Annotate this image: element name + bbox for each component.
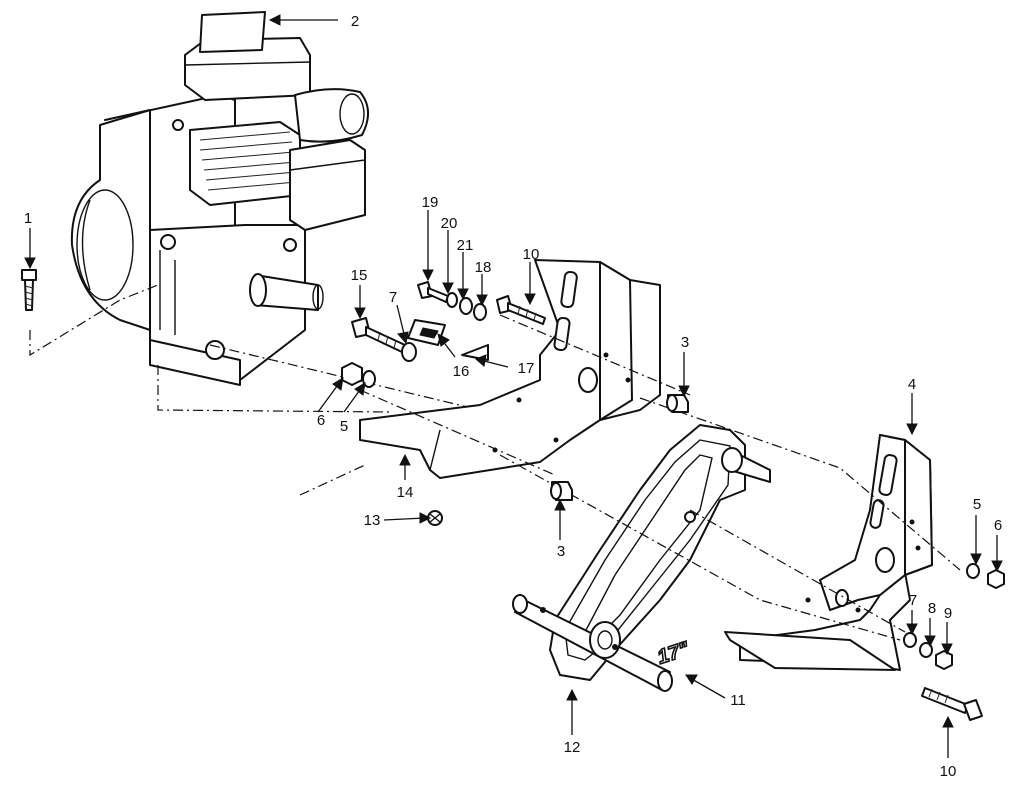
- callout-18: 18: [475, 259, 492, 276]
- callout-20: 20: [441, 215, 458, 232]
- callout-3-top: 3: [681, 334, 689, 351]
- callout-6-right: 6: [994, 517, 1002, 534]
- callout-7-top: 7: [389, 289, 397, 306]
- air-cleaner-cover: [199, 11, 266, 53]
- callout-6-left: 6: [317, 412, 325, 429]
- callout-14: 14: [397, 484, 414, 501]
- callout-10-bottom: 10: [940, 763, 957, 780]
- engine-assembly: [70, 11, 369, 386]
- callout-1: 1: [24, 210, 32, 227]
- alignment-line-9: [689, 509, 906, 633]
- callout-2: 2: [351, 13, 359, 30]
- alignment-line-7: [359, 389, 556, 476]
- callout-leaders: [24, 14, 1003, 758]
- callout-3-bottom: 3: [557, 543, 565, 560]
- decal-17-inch: 17": [654, 637, 693, 669]
- callout-7-right: 7: [909, 592, 917, 609]
- callout-5-left: 5: [340, 418, 348, 435]
- decal-text: 17": [655, 638, 692, 669]
- callout-21: 21: [457, 237, 474, 254]
- callout-13: 13: [364, 512, 381, 529]
- callout-19: 19: [422, 194, 439, 211]
- callout-15: 15: [351, 267, 368, 284]
- callout-16: 16: [453, 363, 470, 380]
- callout-12: 12: [564, 739, 581, 756]
- alignment-line-6: [499, 454, 901, 641]
- callout-11: 11: [730, 692, 746, 709]
- alignment-line-2: [157, 365, 391, 413]
- alignment-line-4: [209, 344, 481, 411]
- alignment-line-3: [299, 464, 366, 496]
- left-mounting-bracket: [359, 259, 661, 479]
- callout-labels: 1 2 19 20 21 18 10 15 7 16 17 3 4 6 5 14…: [24, 13, 1002, 780]
- callout-8: 8: [928, 600, 936, 617]
- callout-5-right: 5: [973, 496, 981, 513]
- callout-4: 4: [908, 376, 916, 393]
- chain-case: [512, 424, 771, 692]
- callout-10-top: 10: [523, 246, 540, 263]
- callout-17: 17: [518, 360, 535, 377]
- alignment-line-8: [499, 314, 691, 396]
- right-mounting-bracket: [724, 434, 933, 671]
- callout-9: 9: [944, 605, 952, 622]
